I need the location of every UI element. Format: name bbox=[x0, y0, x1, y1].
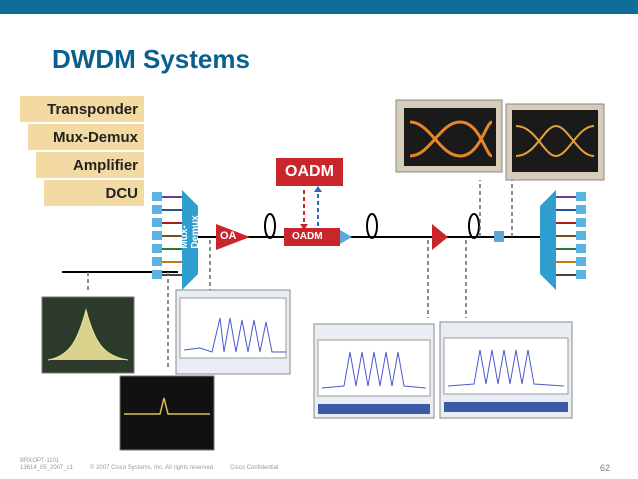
footer-course: BRKOPT-1101 bbox=[20, 458, 60, 464]
dcu-loop bbox=[468, 213, 480, 239]
footer-confidential: Cisco Confidential bbox=[230, 465, 279, 471]
oadm-label-box: OADM bbox=[276, 158, 343, 186]
amplifier bbox=[432, 224, 448, 250]
oa-label: OA bbox=[220, 230, 237, 242]
right-transponders bbox=[556, 192, 586, 279]
transponder bbox=[152, 231, 162, 240]
osa-screen-3 bbox=[439, 321, 573, 419]
eye-diagram-2 bbox=[505, 103, 605, 181]
eye-diagram-1 bbox=[395, 99, 503, 173]
transponder bbox=[152, 257, 162, 266]
dcu bbox=[494, 231, 504, 242]
header-bar bbox=[0, 0, 638, 14]
oadm-inline-label: OADM bbox=[292, 231, 323, 242]
transponder bbox=[152, 270, 162, 279]
transponder bbox=[152, 244, 162, 253]
mux-demux-label: Mux-Demux bbox=[179, 215, 201, 249]
mux-demux-right bbox=[540, 190, 556, 290]
dcu-loop bbox=[366, 213, 378, 239]
spectrum-panel-1 bbox=[41, 296, 135, 374]
legend-mux-demux: Mux-Demux bbox=[28, 124, 144, 150]
osa-screen-1 bbox=[175, 289, 291, 375]
mux-demux-left bbox=[182, 190, 198, 290]
transponder bbox=[152, 205, 162, 214]
oadm-inline bbox=[284, 228, 340, 246]
spectrum-panel-2 bbox=[119, 375, 215, 451]
osa-screen-2 bbox=[313, 323, 435, 419]
dcu-loop bbox=[264, 213, 276, 239]
footer-copyright: © 2007 Cisco Systems, Inc. All rights re… bbox=[90, 465, 215, 471]
page-number: 62 bbox=[600, 463, 611, 473]
footer-version: 13614_05_2007_c1 bbox=[20, 465, 74, 471]
transponder bbox=[152, 218, 162, 227]
amplifier-oa bbox=[216, 224, 250, 250]
legend-transponder: Transponder bbox=[20, 96, 144, 122]
transponder bbox=[152, 192, 162, 201]
legend-amplifier: Amplifier bbox=[36, 152, 144, 178]
left-transponders bbox=[152, 192, 182, 279]
page-title: DWDM Systems bbox=[52, 44, 250, 74]
legend-dcu: DCU bbox=[44, 180, 144, 206]
